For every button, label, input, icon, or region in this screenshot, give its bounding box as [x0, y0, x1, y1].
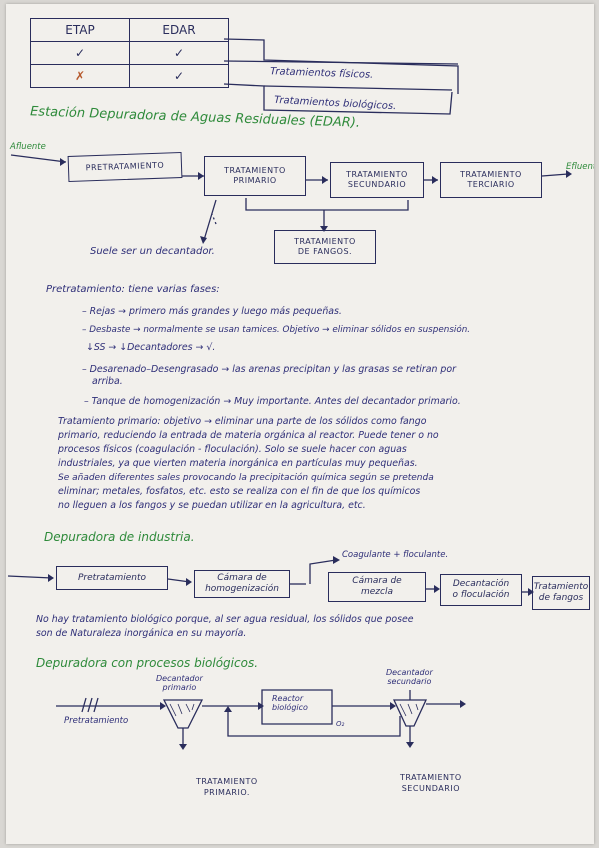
check-icon: ✓	[129, 64, 229, 88]
header-edar: EDAR	[129, 18, 229, 42]
paragraph-line: procesos físicos (coagulación - floculac…	[58, 444, 407, 455]
box-line: TRATAMIENTO	[224, 166, 286, 175]
box-line: Cámara de	[217, 573, 267, 583]
label-line: Decantador	[386, 668, 433, 677]
table-row: ✗ ✓	[30, 64, 229, 88]
industria-title: Depuradora de industria.	[44, 530, 195, 544]
box-tratamiento-primario: TRATAMIENTO PRIMARIO	[204, 156, 306, 196]
o2-label: O₂	[336, 720, 345, 728]
coagulante-label: Coagulante + floculante.	[342, 550, 449, 560]
box-line: TRATAMIENTO	[346, 170, 408, 179]
pretratamiento-label: Pretratamiento	[64, 716, 129, 726]
reactor-label: Reactor biológico	[272, 694, 308, 712]
biologicos-title: Depuradora con procesos biológicos.	[36, 656, 259, 670]
box-line: PRIMARIO	[233, 176, 277, 185]
box-line: Decantación	[452, 579, 510, 589]
ind-box-fangos: Tratamiento de fangos	[532, 576, 590, 610]
header-etap: ETAP	[30, 18, 130, 42]
label-line: biológico	[272, 703, 308, 712]
trat-primario-label: TRATAMIENTO PRIMARIO.	[196, 776, 258, 798]
list-item: – Desarenado–Desengrasado → las arenas p…	[82, 364, 456, 375]
box-tratamiento-fangos: TRATAMIENTO DE FANGOS.	[274, 230, 376, 264]
label-line: PRIMARIO.	[203, 788, 250, 797]
box-line: SECUNDARIO	[347, 180, 407, 189]
paragraph-line: no lleguen a los fangos y se puedan util…	[58, 500, 366, 511]
box-line: TRATAMIENTO	[294, 237, 356, 246]
list-item: – Rejas → primero más grandes y luego má…	[82, 306, 342, 317]
box-pretratamiento: PRETRATAMIENTO	[67, 152, 183, 182]
box-line: TERCIARIO	[467, 180, 515, 189]
box-line: DE FANGOS.	[297, 247, 353, 256]
label-line: Decantador	[156, 674, 203, 683]
decantador-note: Suele ser un decantador.	[90, 246, 215, 257]
decantador-primario-label: Decantador primario	[156, 674, 203, 692]
comparison-table: ETAP EDAR ✓ ✓ ✗ ✓	[30, 18, 229, 88]
box-tratamiento-terciario: TRATAMIENTO TERCIARIO	[440, 162, 542, 198]
box-line: Cámara de	[352, 576, 402, 586]
decantador-secundario-label: Decantador secundario	[386, 668, 433, 686]
paragraph-line: industriales, ya que vierten materia ino…	[58, 458, 418, 469]
afluente-label: Afluente	[10, 142, 46, 152]
pretratamiento-heading: Pretratamiento: tiene varias fases:	[46, 284, 220, 295]
box-line: Tratamiento	[533, 582, 589, 592]
ind-box-mezcla: Cámara de mezcla	[328, 572, 426, 602]
table-header-row: ETAP EDAR	[30, 18, 229, 42]
list-item: – Desbaste → normalmente se usan tamices…	[82, 325, 471, 335]
list-item: – Tanque de homogenización → Muy importa…	[84, 396, 461, 407]
label-line: SECUNDARIO	[401, 784, 460, 793]
paragraph-line: Tratamiento primario: objetivo → elimina…	[58, 416, 427, 427]
list-item: arriba.	[92, 376, 123, 387]
box-line: TRATAMIENTO	[460, 170, 522, 179]
box-line: o floculación	[452, 590, 510, 600]
box-line: homogenización	[205, 584, 279, 594]
trat-secundario-label: TRATAMIENTO SECUNDARIO	[400, 772, 462, 794]
label-line: Reactor	[272, 694, 304, 703]
paragraph-line: eliminar; metales, fosfatos, etc. esto s…	[58, 486, 421, 497]
paragraph-line: primario, reduciendo la entrada de mater…	[58, 430, 439, 441]
efluente-label: Efluente	[566, 162, 594, 172]
box-tratamiento-secundario: TRATAMIENTO SECUNDARIO	[330, 162, 424, 198]
label-line: primario	[162, 683, 197, 692]
ind-box-pretratamiento: Pretratamiento	[56, 566, 168, 590]
diagram-lines	[7, 38, 572, 750]
label-line: TRATAMIENTO	[400, 773, 462, 782]
paragraph-line: Se añaden diferentes sales provocando la…	[58, 473, 434, 483]
box-line: mezcla	[361, 587, 393, 597]
ind-box-decantacion: Decantación o floculación	[440, 574, 522, 606]
ind-box-homogenizacion: Cámara de homogenización	[194, 570, 290, 598]
label-line: TRATAMIENTO	[196, 777, 258, 786]
notebook-page: ETAP EDAR ✓ ✓ ✗ ✓ Tratamientos físicos. …	[6, 4, 594, 844]
industria-text-line: No hay tratamiento biológico porque, al …	[36, 614, 414, 625]
label-line: secundario	[387, 677, 432, 686]
box-line: de fangos	[538, 593, 584, 603]
list-item: ↓SS → ↓Decantadores → √.	[86, 342, 216, 353]
industria-text-line: son de Naturaleza inorgánica en su mayor…	[36, 628, 247, 639]
